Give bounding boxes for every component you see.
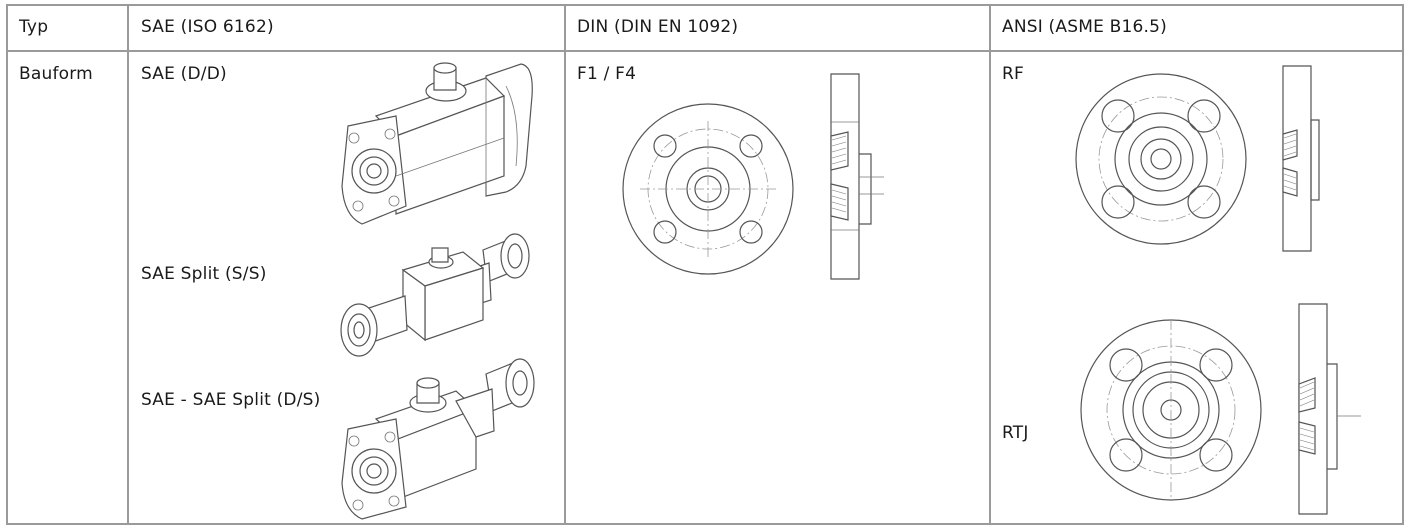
header-typ: Typ [19, 17, 49, 37]
sae-variant-dd-label: SAE (D/D) [141, 64, 227, 84]
ansi-rtj-label: RTJ [1002, 423, 1029, 443]
sae-dd-valve-drawing [336, 56, 536, 226]
din-variant-label: F1 / F4 [577, 64, 637, 84]
header-din: DIN (DIN EN 1092) [577, 17, 739, 37]
row-label-bauform: Bauform [19, 64, 93, 84]
table-border-bottom [6, 523, 1404, 525]
din-flange-side-section [826, 74, 886, 279]
col-divider-1 [127, 4, 129, 525]
ansi-rtj-flange-front-view [1081, 320, 1261, 500]
ansi-rf-label: RF [1002, 64, 1024, 84]
ansi-rtj-flange-side-section [1289, 304, 1364, 514]
header-sae: SAE (ISO 6162) [141, 17, 274, 37]
din-flange-front-view [618, 104, 798, 274]
table-border-left [6, 4, 8, 525]
ansi-rf-flange-side-section [1273, 66, 1333, 251]
col-divider-3 [989, 4, 991, 525]
sae-split-ss-valve-drawing [333, 230, 543, 365]
sae-split-ss-label: SAE Split (S/S) [141, 264, 267, 284]
sae-split-ds-label: SAE - SAE Split (D/S) [141, 390, 321, 410]
col-divider-2 [564, 4, 566, 525]
header-ansi: ANSI (ASME B16.5) [1002, 17, 1167, 37]
header-divider [6, 50, 1404, 52]
table-border-top [6, 4, 1404, 6]
sae-ds-valve-drawing [336, 349, 541, 519]
table-border-right [1402, 4, 1404, 525]
flange-types-table: Typ SAE (ISO 6162) DIN (DIN EN 1092) ANS… [6, 4, 1404, 525]
ansi-rf-flange-front-view [1076, 74, 1246, 244]
